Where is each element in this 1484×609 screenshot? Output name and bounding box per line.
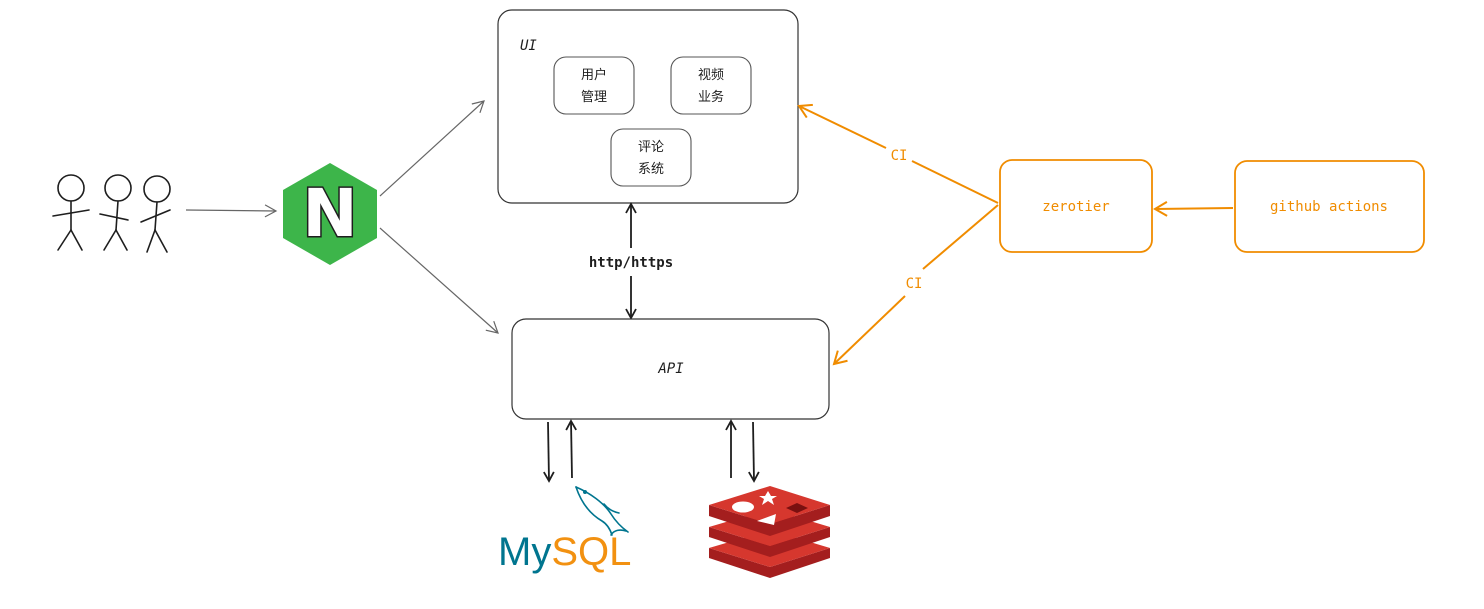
- api-mysql-arrows: [543, 419, 577, 483]
- mysql-logo: MySQL: [498, 486, 631, 574]
- ui-api-connection: http/https: [589, 202, 673, 320]
- svg-text:评论: 评论: [638, 140, 664, 155]
- svg-text:视频: 视频: [698, 68, 724, 83]
- ui-title: UI: [520, 38, 537, 54]
- users-icon: [52, 174, 171, 253]
- github-actions-label: github actions: [1270, 199, 1388, 215]
- api-title: API: [657, 361, 684, 377]
- ui-box: UI 用户 管理 视频 业务 评论 系统: [497, 9, 799, 204]
- ci-to-api-connection: CI: [832, 204, 999, 366]
- nginx-letter: N: [302, 175, 357, 252]
- user-figure: [140, 175, 171, 253]
- github-actions-box: github actions: [1234, 160, 1425, 253]
- user-figure: [52, 174, 90, 251]
- github-to-zerotier-arrow: [1153, 200, 1234, 217]
- svg-text:管理: 管理: [581, 90, 607, 105]
- ci-label-bottom: CI: [906, 276, 923, 292]
- nginx-logo: N: [283, 163, 377, 265]
- http-label: http/https: [589, 255, 673, 271]
- redis-layer: [709, 486, 830, 536]
- users-to-nginx-arrow: [185, 204, 278, 218]
- svg-text:用户: 用户: [581, 67, 607, 83]
- ui-module-user-management: 用户 管理: [553, 56, 635, 115]
- svg-text:业务: 业务: [698, 89, 724, 105]
- zerotier-box: zerotier: [999, 159, 1153, 253]
- user-figure: [99, 174, 132, 251]
- redis-diamond-shape: [786, 503, 808, 513]
- api-redis-arrows: [725, 419, 760, 483]
- zerotier-label: zerotier: [1042, 199, 1109, 215]
- redis-circle-shape: [732, 501, 754, 513]
- ci-to-ui-connection: CI: [797, 103, 999, 204]
- redis-triangle-shape: [757, 514, 776, 525]
- redis-logo: [709, 486, 830, 578]
- redis-star-shape: [759, 491, 777, 505]
- api-box: API: [511, 318, 830, 420]
- ui-module-video-business: 视频 业务: [670, 56, 752, 115]
- nginx-to-api-arrow: [379, 227, 499, 334]
- mysql-wordmark: MySQL: [498, 530, 631, 574]
- ui-module-comment-system: 评论 系统: [610, 128, 692, 187]
- nginx-to-ui-arrow: [379, 100, 485, 197]
- ci-label-top: CI: [891, 148, 908, 164]
- mysql-dolphin-icon: [575, 486, 629, 536]
- svg-text:系统: 系统: [638, 162, 664, 177]
